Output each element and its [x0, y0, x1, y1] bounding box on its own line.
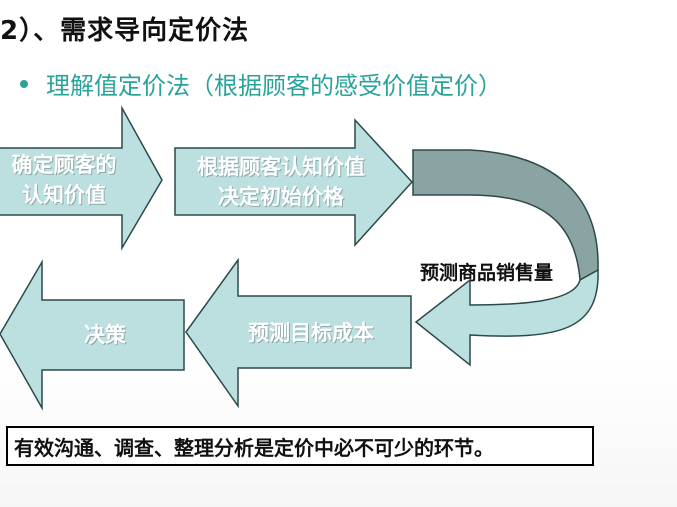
step1-line2: 认知价值 [22, 183, 106, 207]
note-text: 有效沟通、调查、整理分析是定价中必不可少的环节。 [14, 435, 494, 460]
step2-arrow [174, 118, 414, 247]
step2-line1: 根据顾客认知价值 [197, 155, 365, 179]
bullet-text: 理解值定价法（根据顾客的感受价值定价） [46, 72, 502, 100]
note-box: 有效沟通、调查、整理分析是定价中必不可少的环节。 [6, 426, 594, 466]
bullet-item: 理解值定价法（根据顾客的感受价值定价） [20, 66, 502, 101]
step4-arrow [0, 259, 185, 411]
bullet-dot-icon [20, 79, 28, 88]
page-title: 2）、需求导向定价法 [0, 16, 250, 46]
curve-arrow-light-band [414, 268, 599, 367]
step1-line1: 确定顾客的 [11, 153, 117, 177]
step2-line2: 决定初始价格 [218, 185, 344, 209]
step2-label: 根据顾客认知价值 决定初始价格 [175, 152, 387, 212]
step1-label: 确定顾客的 认知价值 [0, 150, 128, 210]
step3-label: 预测目标成本 [248, 321, 374, 345]
step3-arrow [185, 257, 412, 409]
step4-label: 决策 [84, 323, 126, 347]
step1-arrow [0, 105, 163, 251]
curve-label: 预测商品销售量 [420, 262, 554, 284]
